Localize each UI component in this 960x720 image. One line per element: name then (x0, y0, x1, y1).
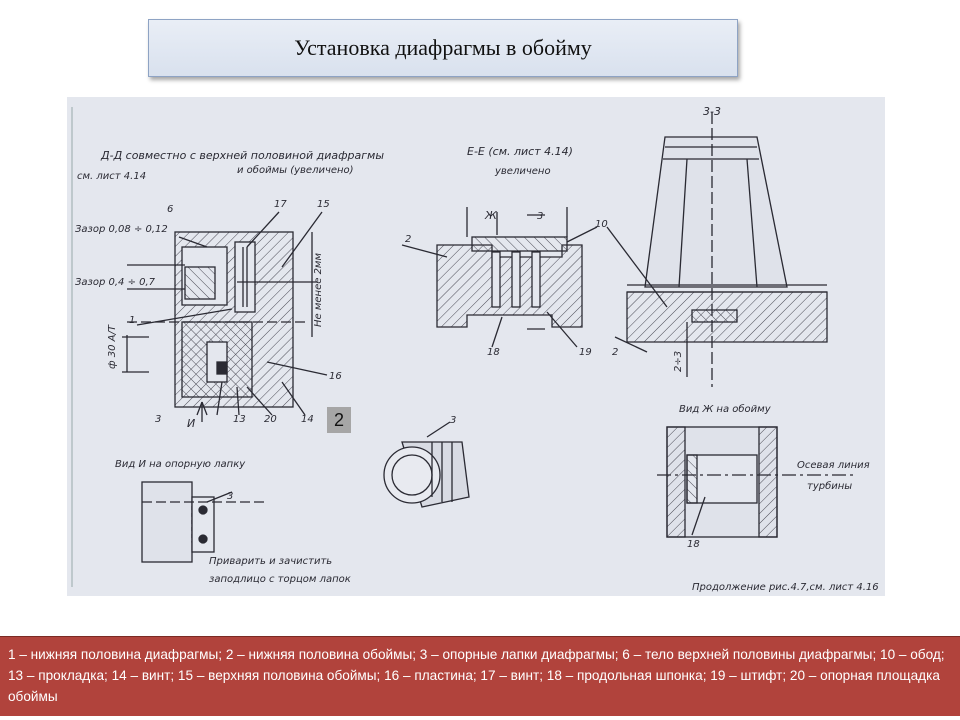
continuation-note: Продолжение рис.4.7,см. лист 4.16 (692, 582, 879, 593)
part-17: 17 (274, 199, 287, 210)
part-20: 20 (264, 414, 277, 425)
part-10: 10 (595, 219, 608, 230)
view-dd-section (122, 211, 328, 422)
part-3: 3 (155, 414, 161, 425)
drawing-svg: Д-Д совместно с верхней половиной диафра… (71, 105, 879, 593)
view-i (141, 481, 267, 563)
slide-badge: 2 (327, 407, 351, 433)
part-6: 6 (167, 204, 173, 215)
slide-title-box: Установка диафрагмы в обойму (148, 19, 738, 77)
part-15: 15 (317, 199, 330, 210)
lbl-i: И (187, 417, 195, 430)
view-ee-section (401, 207, 598, 348)
section-33-label: 3-3 (703, 105, 721, 118)
lbl-zh: Ж (484, 209, 498, 222)
part-3-i: 3 (227, 491, 233, 502)
weld-note-2: заподлицо с торцом лапок (209, 574, 351, 585)
gap-note-2: Зазор 0,4 ÷ 0,7 (75, 277, 156, 288)
legend-caption: 1 – нижняя половина диафрагмы; 2 – нижня… (0, 636, 960, 716)
part-19: 19 (579, 347, 592, 358)
part-2-ee: 2 (405, 234, 411, 245)
weld-note-1: Приварить и зачистить (209, 556, 332, 567)
view-dd-title-2: см. лист 4.14 (77, 171, 146, 182)
part-14: 14 (301, 414, 314, 425)
view-ee-title-1: Е-Е (см. лист 4.14) (467, 145, 573, 158)
legend-text: 1 – нижняя половина диафрагмы; 2 – нижня… (8, 647, 945, 704)
part-16: 16 (329, 371, 342, 382)
part-2-33: 2 (612, 347, 618, 358)
view-zh (657, 426, 857, 538)
axis-note-2: турбины (807, 480, 852, 492)
view-zh-title: Вид Ж на обойму (679, 403, 772, 415)
dia-note: ф 30 А/Т (107, 324, 118, 369)
view-ee-title-2: увеличено (494, 166, 551, 177)
part-3-ee: 3 (537, 211, 543, 222)
technical-drawing: Д-Д совместно с верхней половиной диафра… (67, 97, 885, 596)
view-dd-title-3: и обоймы (увеличено) (237, 164, 354, 176)
gap-note-1: Зазор 0,08 ÷ 0,12 (75, 224, 168, 235)
gap-2to3: 2÷3 (673, 351, 684, 372)
part-13: 13 (233, 414, 246, 425)
slide-title: Установка диафрагмы в обойму (294, 35, 592, 60)
section-33 (606, 112, 828, 387)
view-i-title: Вид И на опорную лапку (115, 459, 246, 470)
part-18-zh: 18 (687, 539, 700, 550)
view-dd-title-1: Д-Д совместно с верхней половиной диафра… (100, 149, 384, 162)
iso-support-paw (383, 421, 470, 508)
part-18-ee: 18 (487, 347, 500, 358)
part-1: 1 (129, 315, 135, 326)
badge-number: 2 (333, 409, 344, 430)
part-3-iso: 3 (450, 415, 456, 426)
axis-note-1: Осевая линия (797, 460, 870, 471)
min-note: Не менее 2мм (313, 253, 324, 327)
